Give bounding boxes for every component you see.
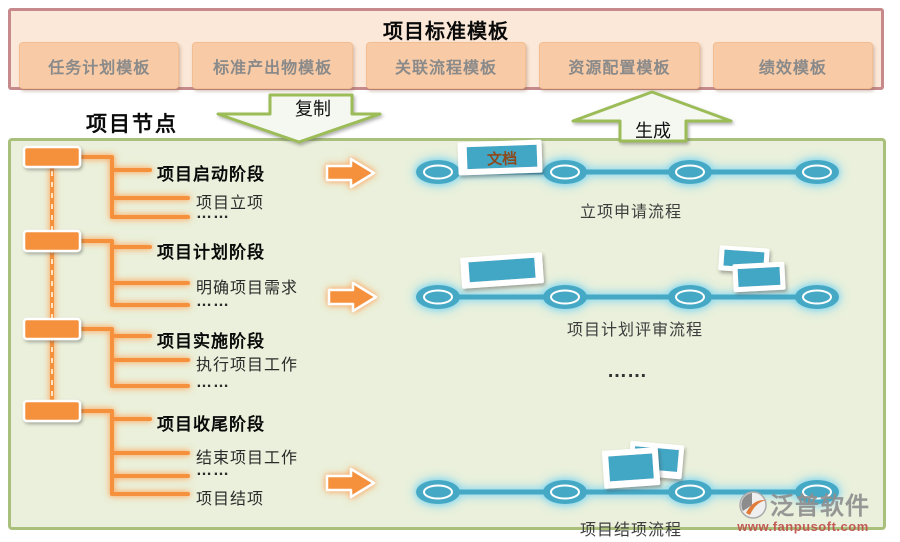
template-box-performance: 绩效模板 bbox=[712, 42, 874, 89]
template-box-task-plan: 任务计划模板 bbox=[19, 42, 180, 89]
template-box-related-flow: 关联流程模板 bbox=[365, 42, 527, 89]
fanpu-logo-icon bbox=[739, 491, 767, 519]
template-box-deliverable: 标准产出物模板 bbox=[192, 42, 353, 89]
template-box-resource: 资源配置模板 bbox=[539, 42, 700, 89]
phase-arrows bbox=[325, 157, 378, 499]
node-label-project-approval: 项目立项 bbox=[196, 195, 265, 212]
flow-label-closure: 项目结项流程 bbox=[579, 522, 683, 539]
node-label-finish-work: 结束项目工作 bbox=[196, 450, 299, 467]
copy-arrow-label: 复制 bbox=[295, 99, 331, 119]
node-label-ellipsis-3: …… bbox=[196, 374, 230, 391]
project-nodes-panel bbox=[8, 138, 886, 530]
node-label-execute-work: 执行项目工作 bbox=[196, 357, 299, 374]
doc-card-row2-stack-front bbox=[732, 261, 786, 293]
tree-node-boxes bbox=[22, 145, 82, 423]
watermark-url: www.fanpusoft.com bbox=[737, 519, 869, 534]
node-label-ellipsis-1: …… bbox=[196, 205, 230, 222]
flow-row-2-nodes bbox=[416, 285, 839, 309]
flow-label-plan-review: 项目计划评审流程 bbox=[566, 322, 704, 339]
arrow-to-flow-1 bbox=[325, 157, 376, 189]
generate-arrow-shape bbox=[571, 90, 733, 143]
node-label-project-closure: 项目结项 bbox=[196, 491, 265, 508]
doc-card-label: 文档 bbox=[486, 149, 518, 169]
flow-label-initiation: 立项申请流程 bbox=[579, 204, 683, 221]
flow-ellipsis: …… bbox=[607, 360, 647, 382]
phase-label-planning: 项目计划阶段 bbox=[157, 243, 265, 262]
watermark-brand: 泛普软件 bbox=[770, 493, 870, 520]
template-panel-title: 项目标准模板 bbox=[383, 21, 509, 43]
node-label-clarify-requirements: 明确项目需求 bbox=[196, 280, 299, 297]
project-nodes-title: 项目节点 bbox=[86, 113, 178, 136]
doc-card-row3-stack-front bbox=[601, 447, 661, 489]
template-button-row: 任务计划模板 标准产出物模板 关联流程模板 资源配置模板 绩效模板 bbox=[19, 42, 874, 89]
node-label-ellipsis-2: …… bbox=[196, 293, 230, 310]
arrow-to-flow-2 bbox=[327, 281, 378, 313]
node-label-ellipsis-4: …… bbox=[196, 462, 230, 479]
arrow-to-flow-3 bbox=[325, 467, 376, 499]
doc-card-row1 bbox=[457, 139, 543, 176]
doc-card-row2-left bbox=[460, 252, 544, 289]
generate-arrow-label: 生成 bbox=[635, 121, 671, 141]
phase-label-closing: 项目收尾阶段 bbox=[157, 415, 265, 434]
copy-arrow-shape bbox=[216, 93, 382, 144]
phase-label-execution: 项目实施阶段 bbox=[157, 332, 265, 351]
template-panel: 项目标准模板 任务计划模板 标准产出物模板 关联流程模板 资源配置模板 绩效模板 bbox=[8, 8, 884, 90]
watermark: 泛普软件 www.fanpusoft.com bbox=[736, 486, 870, 534]
phase-label-initiation: 项目启动阶段 bbox=[157, 165, 265, 184]
